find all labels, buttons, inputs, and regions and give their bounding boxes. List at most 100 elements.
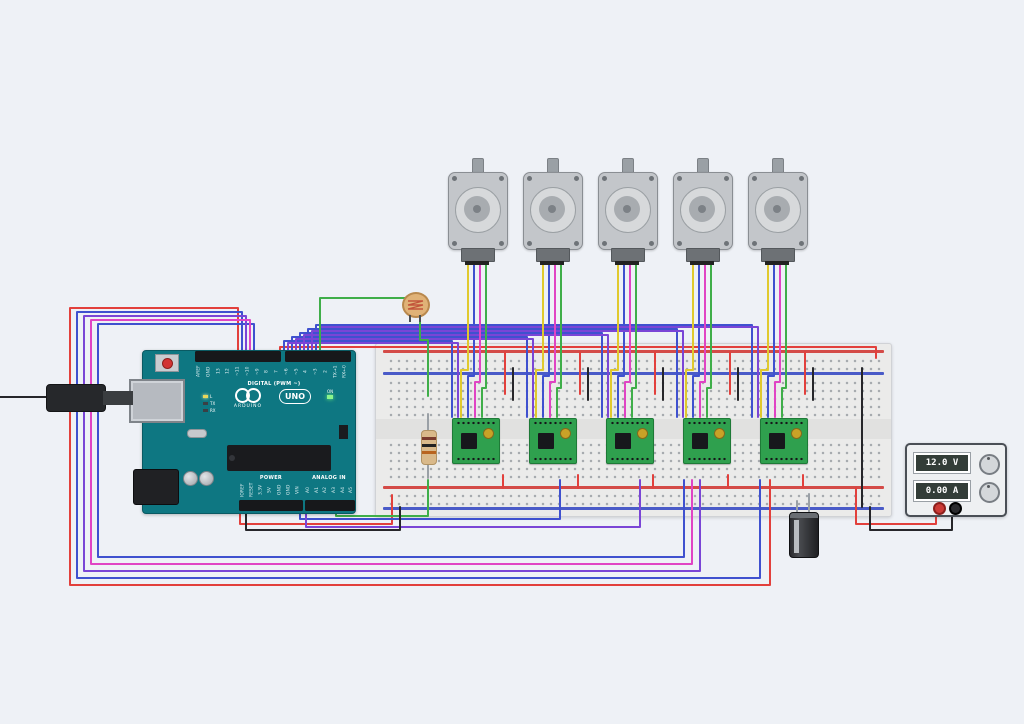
- pin-label: 4: [303, 370, 309, 373]
- power-supply[interactable]: 12.0 V 0.00 A: [905, 443, 1007, 517]
- voltage-value: 12.0 V: [916, 455, 968, 471]
- screw-icon: [724, 241, 729, 246]
- trim-pot-icon[interactable]: [714, 428, 725, 439]
- driver-pins-top: [533, 421, 573, 425]
- screw-icon: [527, 176, 532, 181]
- pin-label: IOREF: [240, 483, 246, 497]
- driver-pins-bottom: [610, 457, 650, 461]
- ldr-leg: [419, 315, 421, 322]
- breadboard-holes: [385, 490, 882, 506]
- stepper-motor[interactable]: [748, 158, 808, 265]
- stepper-motor[interactable]: [598, 158, 658, 265]
- motor-connector: [536, 248, 570, 265]
- wires-black[interactable]: [0, 367, 953, 531]
- wires-green[interactable]: [319, 257, 787, 517]
- a4988-driver[interactable]: [683, 418, 731, 464]
- voltage-knob[interactable]: [979, 454, 1000, 475]
- led-label: TX: [210, 401, 216, 406]
- driver-pins-top: [610, 421, 650, 425]
- motor-connector: [761, 248, 795, 265]
- motor-hub: [773, 205, 781, 213]
- screw-icon: [574, 241, 579, 246]
- usb-plug[interactable]: [46, 384, 133, 412]
- a4988-driver[interactable]: [452, 418, 500, 464]
- motor-connector: [611, 248, 645, 265]
- pin-label: A2: [323, 487, 329, 493]
- status-leds: L TX RX: [203, 393, 216, 414]
- led-label: RX: [210, 408, 216, 413]
- pin-label: ~5: [294, 368, 300, 375]
- screw-icon: [724, 176, 729, 181]
- pin-label: TX→1: [333, 365, 339, 378]
- driver-pins-top: [456, 421, 496, 425]
- crystal-oscillator: [187, 429, 207, 438]
- pin-label: A5: [349, 487, 355, 493]
- resistor-band: [422, 451, 436, 454]
- pin-label: RX←0: [342, 365, 348, 378]
- pin-label: AREF: [196, 365, 202, 378]
- motor-connector: [461, 248, 495, 265]
- stepper-motor[interactable]: [523, 158, 583, 265]
- a4988-driver[interactable]: [760, 418, 808, 464]
- trim-pot-icon[interactable]: [560, 428, 571, 439]
- a4988-driver[interactable]: [529, 418, 577, 464]
- trim-pot-icon[interactable]: [483, 428, 494, 439]
- photoresistor[interactable]: [402, 292, 430, 322]
- trim-pot-icon[interactable]: [637, 428, 648, 439]
- stepper-motor[interactable]: [448, 158, 508, 265]
- resistor[interactable]: [421, 430, 437, 465]
- wires-yellow[interactable]: [460, 257, 769, 418]
- wires-purple[interactable]: [83, 315, 759, 572]
- driver-pins-bottom: [764, 457, 804, 461]
- screw-icon: [452, 241, 457, 246]
- screw-icon: [677, 241, 682, 246]
- motor-body: [523, 172, 583, 250]
- led-tx-icon: [203, 402, 208, 405]
- pin-label: 7: [274, 370, 280, 373]
- driver-pins-bottom: [533, 457, 573, 461]
- pin-label: GND: [286, 484, 292, 496]
- positive-terminal[interactable]: [933, 502, 946, 515]
- negative-terminal[interactable]: [949, 502, 962, 515]
- ldr-squiggle-icon: [407, 300, 424, 310]
- capacitor-stripe: [794, 520, 799, 553]
- current-knob[interactable]: [979, 482, 1000, 503]
- stepper-motor[interactable]: [673, 158, 733, 265]
- on-led-icon: [327, 395, 334, 399]
- pin-label: ~10: [245, 366, 251, 377]
- driver-chip: [538, 433, 554, 449]
- electrolytic-capacitor[interactable]: [789, 512, 819, 558]
- wires-blue[interactable]: [76, 257, 775, 579]
- positive-rail-line: [383, 350, 884, 353]
- voltage-display: 12.0 V: [913, 452, 971, 474]
- a4988-driver[interactable]: [606, 418, 654, 464]
- analog-header: [305, 500, 355, 511]
- ldr-leg: [409, 315, 411, 322]
- digital-section-label: DIGITAL (PWM ~): [247, 381, 301, 387]
- current-value: 0.00 A: [916, 483, 968, 499]
- wires-magenta[interactable]: [90, 257, 781, 565]
- driver-chip: [692, 433, 708, 449]
- pin-label: 12: [225, 368, 231, 375]
- stepper-motor-row: [448, 158, 808, 265]
- screw-icon: [602, 176, 607, 181]
- led-rx-icon: [203, 409, 208, 412]
- screw-icon: [752, 176, 757, 181]
- driver-chip: [461, 433, 477, 449]
- motor-face: [530, 187, 576, 233]
- trim-pot-icon[interactable]: [791, 428, 802, 439]
- driver-pins-top: [764, 421, 804, 425]
- capacitor-can: [183, 471, 198, 486]
- motor-hub: [623, 205, 631, 213]
- motor-body: [748, 172, 808, 250]
- pin-label: GND: [206, 366, 212, 377]
- motor-connector: [686, 248, 720, 265]
- led-row: L: [203, 393, 216, 400]
- reset-button[interactable]: [155, 354, 179, 372]
- model-label: UNO: [279, 389, 311, 404]
